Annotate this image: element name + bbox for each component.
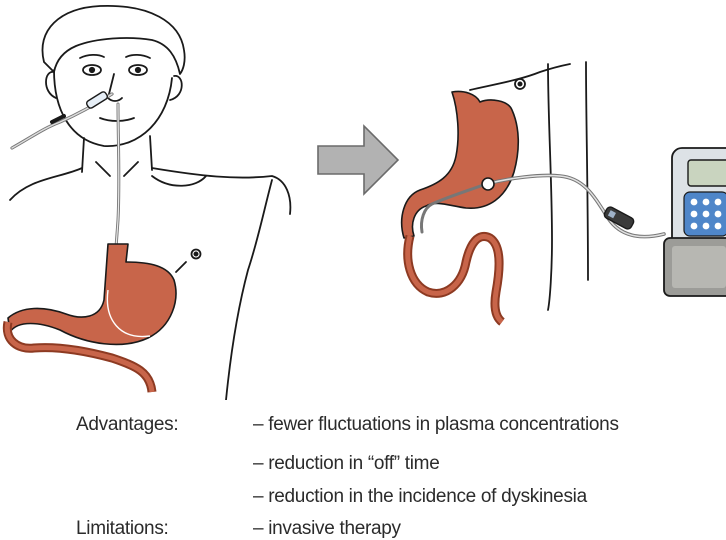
illustration	[0, 0, 726, 400]
advantage-item-3: – reduction in the incidence of dyskines…	[253, 486, 587, 508]
pump-display	[688, 160, 726, 186]
limitation-item-1: – invasive therapy	[253, 518, 401, 540]
hair	[42, 6, 184, 74]
advantage-item-2: – reduction in “off” time	[253, 453, 439, 475]
limitations-label: Limitations:	[76, 518, 169, 540]
stomach-right	[402, 91, 519, 322]
advantages-label: Advantages:	[76, 414, 178, 436]
advantage-item-1: – fewer fluctuations in plasma concentra…	[253, 414, 619, 436]
stomach-left	[7, 244, 176, 392]
torso-left	[10, 168, 82, 200]
infusion-pump	[664, 148, 726, 296]
patient-figure	[10, 6, 290, 400]
right-arrow	[318, 126, 398, 194]
nasogastric-tube	[12, 91, 119, 296]
